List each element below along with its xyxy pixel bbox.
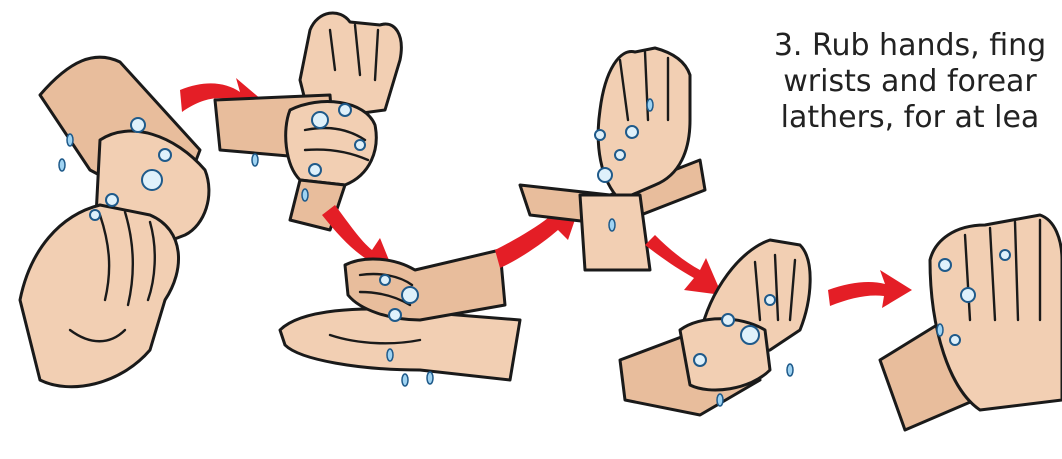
caption-line-1: 3. Rub hands, fing: [700, 28, 1062, 64]
step-6-hands: [880, 215, 1062, 430]
step-1-hands: [20, 57, 209, 387]
instruction-caption: 3. Rub hands, fing wrists and forear lat…: [700, 28, 1062, 136]
caption-line-3: lathers, for at lea: [700, 100, 1062, 136]
caption-line-2: wrists and forear: [700, 64, 1062, 100]
arrow-5: [828, 270, 912, 308]
step-3-hands: [280, 250, 520, 386]
step-2-hands: [215, 13, 401, 230]
arrow-4: [645, 235, 722, 295]
